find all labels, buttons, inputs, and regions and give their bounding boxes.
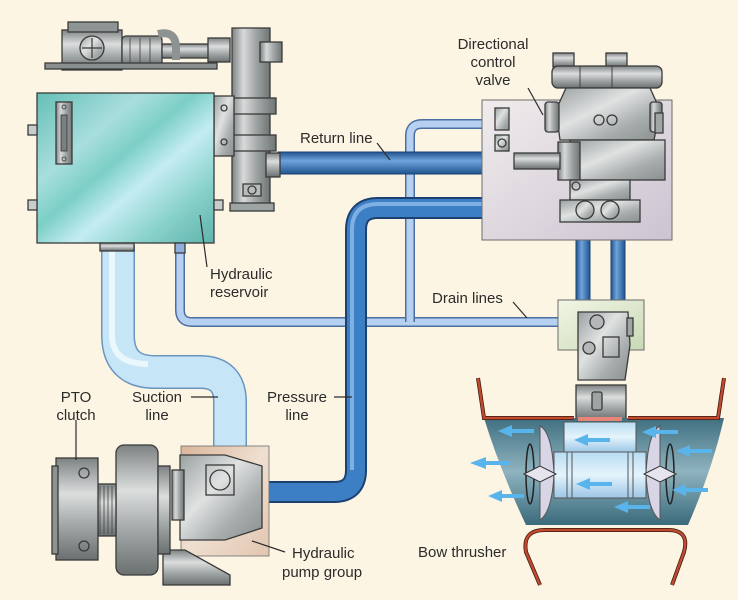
- svg-text:control: control: [470, 54, 515, 71]
- svg-text:clutch: clutch: [56, 407, 95, 424]
- svg-text:pump group: pump group: [282, 564, 362, 581]
- bow-thruster: [470, 377, 726, 586]
- directional-control-valve: [481, 52, 673, 241]
- hydraulic-motor: [557, 299, 645, 421]
- label-hydraulic-pump-group: Hydraulic pump group: [282, 545, 362, 581]
- motor-feed-lines: [575, 239, 626, 303]
- suction-line: [101, 245, 247, 450]
- svg-text:PTO: PTO: [61, 389, 92, 406]
- svg-text:line: line: [285, 407, 308, 424]
- water-flow-arrows: [470, 425, 712, 513]
- svg-text:valve: valve: [475, 72, 510, 89]
- label-pto-clutch: PTO clutch: [56, 389, 95, 424]
- label-suction-line: Suction line: [132, 389, 182, 424]
- leader-lines: [75, 87, 544, 553]
- svg-text:Pressure: Pressure: [267, 389, 327, 406]
- label-bow-thrusher: Bow thrusher: [418, 544, 506, 561]
- pto-clutch: [51, 444, 171, 576]
- svg-text:reservoir: reservoir: [210, 284, 268, 301]
- svg-text:Hydraulic: Hydraulic: [210, 266, 273, 283]
- svg-text:line: line: [145, 407, 168, 424]
- label-directional-control-valve: Directional control valve: [458, 36, 529, 89]
- hydraulic-reservoir: [27, 21, 283, 254]
- label-drain-lines: Drain lines: [432, 290, 503, 307]
- svg-text:Directional: Directional: [458, 36, 529, 53]
- svg-text:Hydraulic: Hydraulic: [292, 545, 355, 562]
- drain-lines: [175, 119, 558, 327]
- label-hydraulic-reservoir: Hydraulic reservoir: [210, 266, 273, 301]
- return-line: [277, 151, 484, 175]
- svg-text:Suction: Suction: [132, 389, 182, 406]
- hydraulic-pump-group: [162, 445, 270, 586]
- label-pressure-line: Pressure line: [267, 389, 327, 424]
- pressure-line: [268, 197, 482, 503]
- label-return-line: Return line: [300, 130, 373, 147]
